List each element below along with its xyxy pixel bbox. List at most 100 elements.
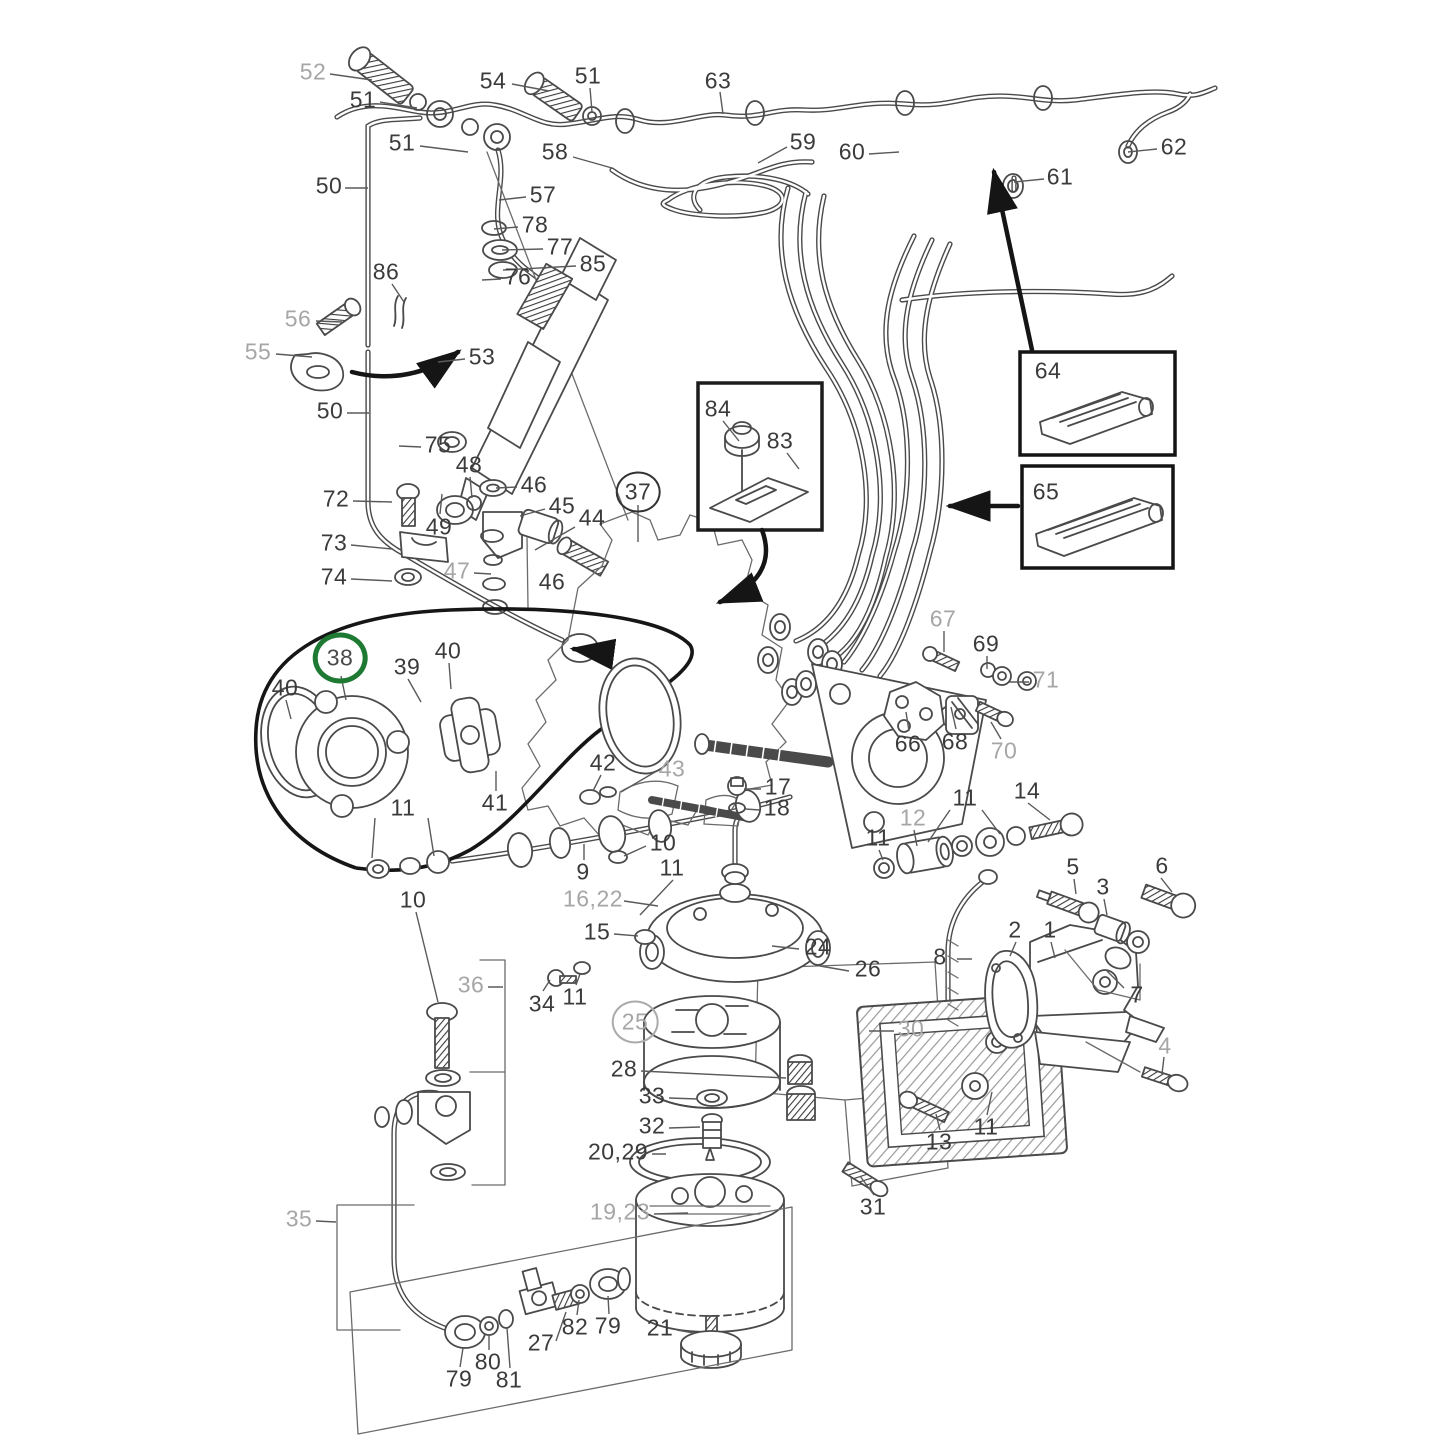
part-label-47-31: 47 <box>443 557 471 584</box>
part-label-1-89: 1 <box>1043 916 1057 943</box>
option-box-64 <box>987 167 1177 457</box>
part-label-11-56: 11 <box>390 794 416 821</box>
part-label-32-68: 32 <box>638 1112 666 1139</box>
part-label-7-91: 7 <box>1130 981 1144 1008</box>
part-label-46-32: 46 <box>538 568 566 595</box>
part-label-54-1: 54 <box>479 67 507 94</box>
part-label-11-82: 11 <box>865 824 891 851</box>
part-label-14-84: 14 <box>1013 777 1041 804</box>
pump-mount-parts <box>883 646 1037 741</box>
part-label-66-41: 66 <box>894 730 922 757</box>
part-label-52-0: 52 <box>299 58 327 85</box>
part-label-85-15: 85 <box>579 250 607 277</box>
part-label-21-72: 21 <box>646 1314 674 1341</box>
part-label-51-2: 51 <box>574 62 602 89</box>
part-label-39-45: 39 <box>393 653 421 680</box>
part-label-73-29: 73 <box>320 529 348 556</box>
part-label-9-53: 9 <box>576 858 590 885</box>
part-label-34-62: 34 <box>528 990 556 1017</box>
part-label-62-8: 62 <box>1160 133 1188 160</box>
part-label-50-10: 50 <box>315 172 343 199</box>
leader-lines <box>275 73 1173 1369</box>
part-label-64-36: 64 <box>1034 357 1062 384</box>
part-label-74-30: 74 <box>320 563 348 590</box>
part-label-65-37: 65 <box>1032 478 1060 505</box>
part-label-11-83: 11 <box>952 784 978 811</box>
injector-assembly <box>290 151 629 521</box>
part-label-78-13: 78 <box>521 211 549 238</box>
part-label-67-38: 67 <box>929 605 957 632</box>
part-label-82-73: 82 <box>561 1313 589 1340</box>
part-label-37-33: 37 <box>615 471 661 513</box>
part-label-53-20: 53 <box>468 343 496 370</box>
lift-pump-group <box>873 812 1197 1124</box>
part-label-35-79: 35 <box>285 1205 313 1232</box>
part-label-11-93: 11 <box>973 1113 999 1140</box>
part-label-45-25: 45 <box>548 492 576 519</box>
part-label-60-7: 60 <box>838 138 866 165</box>
injection-pipe-nuts <box>757 613 843 706</box>
tee-fitting-cluster <box>394 479 610 663</box>
part-label-2-88: 2 <box>1008 916 1022 943</box>
part-label-26-61: 26 <box>854 955 882 982</box>
part-label-4-94: 4 <box>1158 1032 1172 1059</box>
part-label-38-44: 38 <box>312 632 368 684</box>
part-label-13-92: 13 <box>925 1128 953 1155</box>
part-label-72-27: 72 <box>322 485 350 512</box>
part-label-40-46: 40 <box>434 637 462 664</box>
part-label-43-50: 43 <box>658 755 686 782</box>
part-label-81-77: 81 <box>495 1366 523 1393</box>
part-label-16-22-58: 16,22 <box>562 885 624 912</box>
bracket-detail-box <box>696 381 824 605</box>
part-label-76-16: 76 <box>504 263 532 290</box>
part-label-84-34: 84 <box>704 395 732 422</box>
part-label-46-24: 46 <box>520 471 548 498</box>
part-label-69-39: 69 <box>972 630 1000 657</box>
supply-pipe-group <box>336 959 793 1435</box>
part-label-41-48: 41 <box>481 789 509 816</box>
part-label-61-9: 61 <box>1046 163 1074 190</box>
part-label-6-87: 6 <box>1155 852 1169 879</box>
part-label-79-74: 79 <box>594 1312 622 1339</box>
part-label-19-23-70: 19,23 <box>589 1198 651 1225</box>
part-label-58-11: 58 <box>541 138 569 165</box>
part-label-18-52: 18 <box>763 794 791 821</box>
part-label-79-75: 79 <box>445 1365 473 1392</box>
part-label-49-28: 49 <box>425 513 453 540</box>
pump-drive-group <box>253 607 987 873</box>
part-label-42-49: 42 <box>589 749 617 776</box>
part-label-5-85: 5 <box>1066 853 1080 880</box>
part-label-12-81: 12 <box>899 804 927 831</box>
part-label-20-29-69: 20,29 <box>587 1138 649 1165</box>
part-label-51-4: 51 <box>388 129 416 156</box>
part-label-77-14: 77 <box>546 233 574 260</box>
part-label-17-51: 17 <box>764 773 792 800</box>
part-label-11-63: 11 <box>562 983 588 1010</box>
part-label-59-6: 59 <box>789 128 817 155</box>
part-label-31-71: 31 <box>859 1193 887 1220</box>
part-label-10-57: 10 <box>399 886 427 913</box>
part-label-56-18: 56 <box>284 305 312 332</box>
part-label-28-66: 28 <box>610 1055 638 1082</box>
part-label-68-42: 68 <box>941 728 969 755</box>
part-label-10-54: 10 <box>649 829 677 856</box>
part-label-70-43: 70 <box>990 737 1018 764</box>
part-label-51-3: 51 <box>349 86 377 113</box>
part-label-36-80: 36 <box>457 971 485 998</box>
part-label-86-17: 86 <box>372 258 400 285</box>
part-label-27-78: 27 <box>527 1329 555 1356</box>
part-label-50-21: 50 <box>316 397 344 424</box>
part-label-55-19: 55 <box>244 338 272 365</box>
part-label-44-26: 44 <box>578 504 606 531</box>
part-label-75-22: 75 <box>424 431 452 458</box>
part-label-8-90: 8 <box>933 943 947 970</box>
part-label-24-60: 24 <box>804 933 832 960</box>
part-label-25-64: 25 <box>611 1000 659 1044</box>
part-label-83-35: 83 <box>766 427 794 454</box>
part-label-40-47: 40 <box>271 674 299 701</box>
part-label-3-86: 3 <box>1096 873 1110 900</box>
part-label-63-5: 63 <box>704 67 732 94</box>
